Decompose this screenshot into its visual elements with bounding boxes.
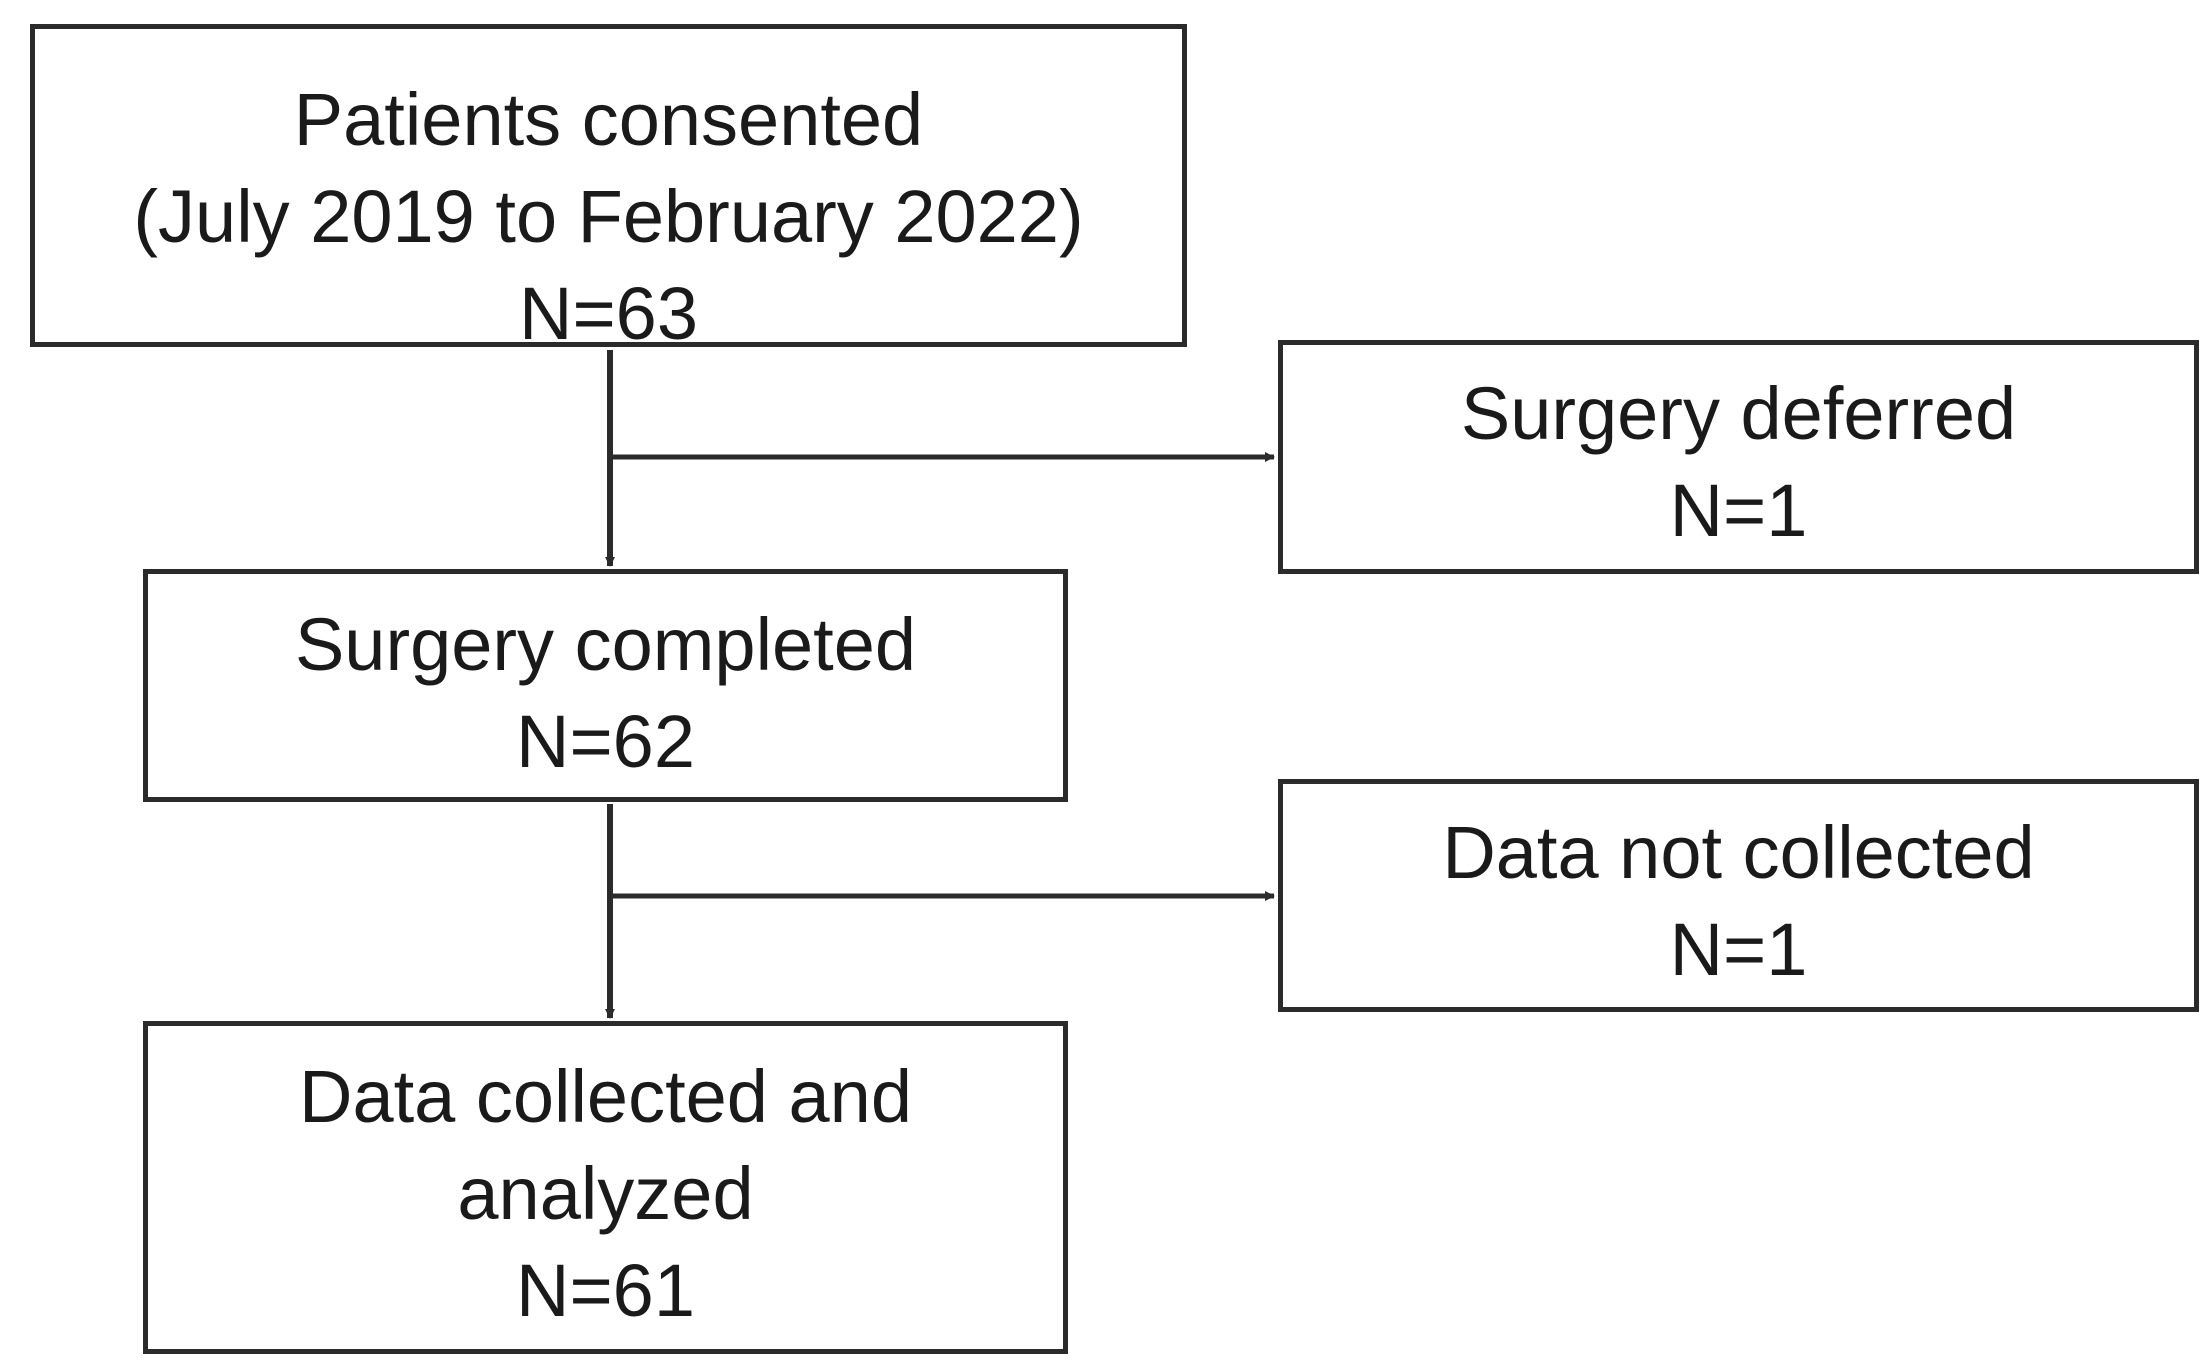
box-data-analyzed: Data collected and analyzed N=61 [143, 1021, 1068, 1354]
completed-count: N=62 [516, 700, 695, 783]
consented-label: Patients consented [293, 78, 924, 161]
not-collected-label: Data not collected [1442, 811, 2035, 894]
deferred-label: Surgery deferred [1460, 372, 2017, 455]
box-patients-consented: Patients consented (July 2019 to Februar… [30, 24, 1187, 355]
deferred-count: N=1 [1669, 469, 1808, 552]
box-surgery-deferred: Surgery deferred N=1 [1278, 340, 2199, 574]
not-collected-count: N=1 [1669, 908, 1808, 991]
completed-label: Surgery completed [294, 603, 917, 686]
box-surgery-completed: Surgery completed N=62 [143, 569, 1068, 802]
consented-count: N=63 [519, 272, 698, 355]
consented-period: (July 2019 to February 2022) [133, 175, 1084, 258]
box-data-not-collected: Data not collected N=1 [1278, 779, 2199, 1012]
analyzed-label-line1: Data collected and [299, 1055, 912, 1138]
analyzed-label-line2: analyzed [457, 1152, 754, 1235]
analyzed-count: N=61 [516, 1249, 695, 1332]
